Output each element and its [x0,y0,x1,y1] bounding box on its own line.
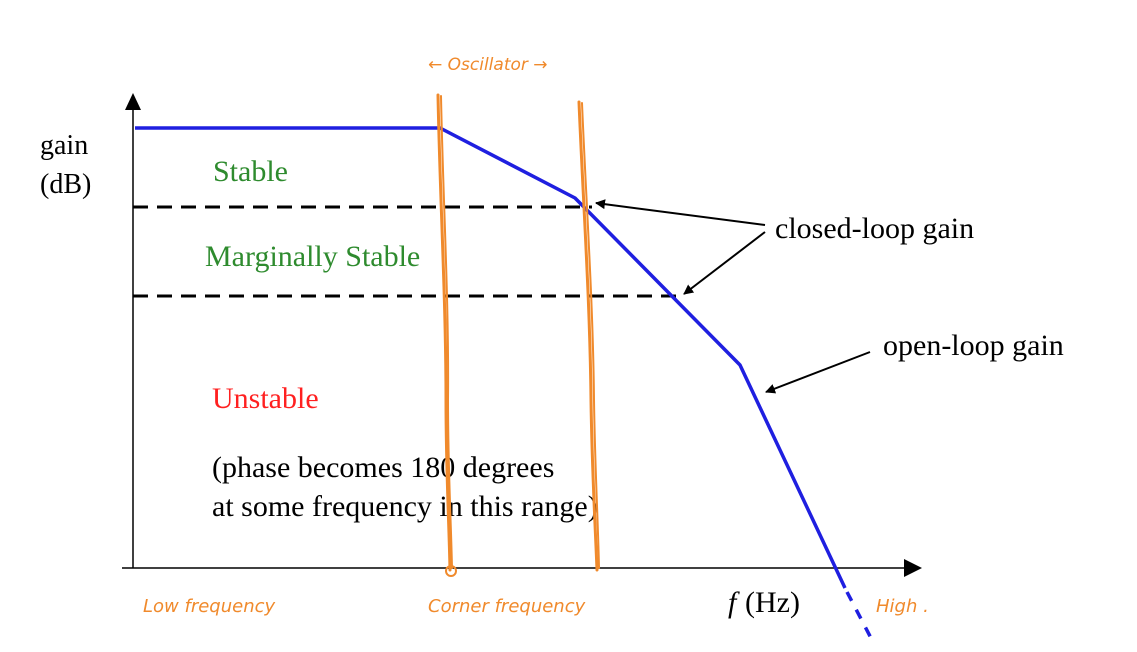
x-axis-label-units: (Hz) [745,586,800,619]
open-loop-gain-arrow [765,351,871,394]
unstable-note-line2: at some frequency in this range) [212,490,598,523]
oscillator-bound-left-shadow [440,95,453,569]
closed-loop-gain-label: closed-loop gain [775,212,974,245]
open-loop-gain-curve [135,126,847,589]
oscillator-bound-right [577,100,599,572]
region-label-stable: Stable [213,155,288,188]
oscillator-range-label: ← Oscillator → [428,55,548,75]
open-loop-gain-label: open-loop gain [883,329,1064,362]
oscillator-bound-left [436,93,452,572]
high-frequency-label: High . [876,596,929,617]
corner-frequency-marker [445,565,457,577]
unstable-note-line1: (phase becomes 180 degrees [212,451,554,484]
oscillator-bound-right-shadow [581,102,600,569]
x-axis-label-f: f [728,586,740,619]
region-label-marginally-stable: Marginally Stable [205,240,420,273]
y-axis-label-line1: gain [40,130,88,161]
y-axis-arrow-icon [125,93,141,110]
x-axis-arrow-icon [904,559,922,577]
region-label-unstable: Unstable [212,382,319,415]
closed-loop-gain-arrow-lower [683,231,766,295]
open-loop-gain-curve-extension [845,591,874,641]
corner-frequency-label: Corner frequency [428,596,586,617]
closed-loop-gain-arrow-upper [595,199,766,226]
low-frequency-label: Low frequency [143,596,276,617]
y-axis-label-line2: (dB) [40,169,91,200]
